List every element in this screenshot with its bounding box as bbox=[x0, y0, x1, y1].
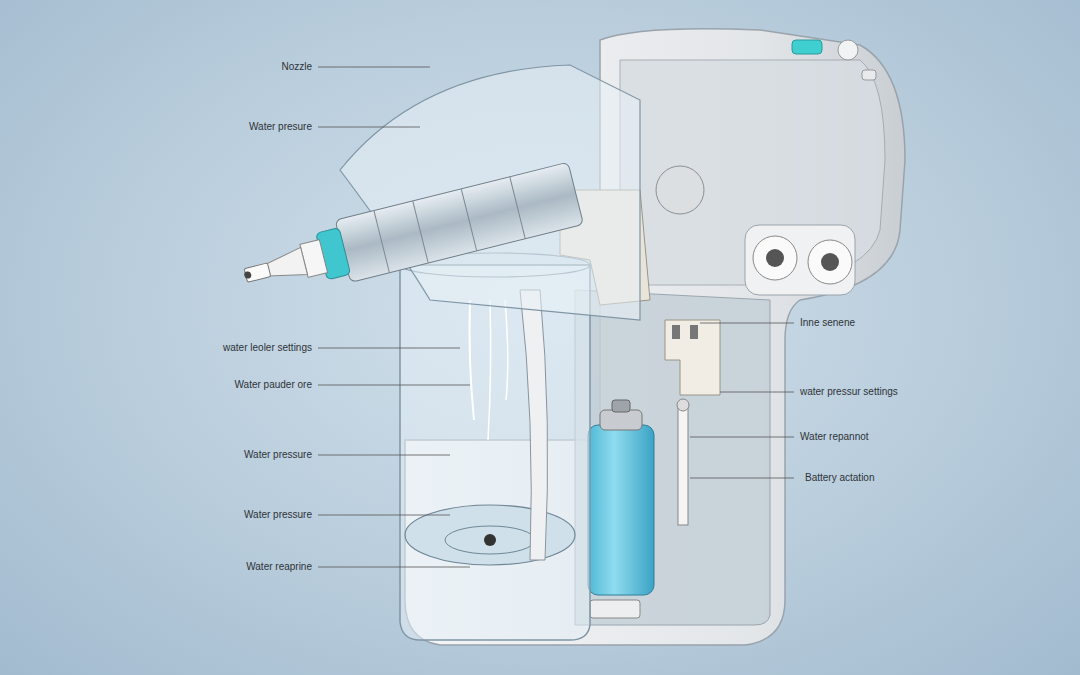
cylinder-ring bbox=[374, 211, 389, 273]
nozzle-cone bbox=[264, 247, 308, 283]
reservoir-ring bbox=[445, 526, 535, 554]
leader-lines bbox=[318, 67, 794, 567]
water-reservoir bbox=[400, 265, 590, 640]
battery-cap bbox=[600, 410, 642, 430]
nozzle-tip bbox=[244, 263, 271, 282]
mode-button bbox=[838, 40, 858, 60]
pump-cylinder bbox=[335, 162, 583, 282]
intake-valve bbox=[484, 534, 496, 546]
part-label: Water reaprine bbox=[246, 560, 312, 574]
cylinder-ring bbox=[413, 201, 428, 263]
pump-knob-core bbox=[821, 253, 839, 271]
cylinder-ring bbox=[461, 189, 476, 251]
pressure-rod-head bbox=[677, 399, 689, 411]
battery-terminal bbox=[612, 400, 630, 412]
water-stream bbox=[470, 300, 475, 420]
pump-knob-core bbox=[766, 249, 784, 267]
water-surface bbox=[405, 505, 575, 565]
battery bbox=[588, 425, 654, 595]
part-label: Water pauder ore bbox=[235, 378, 312, 392]
water-stream bbox=[505, 300, 508, 400]
leader-line bbox=[690, 478, 794, 479]
cylinder-ring bbox=[510, 177, 525, 239]
part-label: Inne senene bbox=[800, 316, 855, 330]
pump-knob bbox=[753, 236, 797, 280]
part-label: Nozzle bbox=[281, 60, 312, 74]
small-button bbox=[862, 70, 876, 80]
intake-tube bbox=[520, 290, 548, 560]
part-label: Water pressure bbox=[244, 508, 312, 522]
leader-line bbox=[720, 392, 794, 393]
part-label: Water repannot bbox=[800, 430, 869, 444]
pump-block bbox=[745, 225, 855, 295]
leader-line bbox=[318, 385, 470, 386]
leader-line bbox=[318, 67, 430, 68]
sensor-block bbox=[665, 320, 720, 395]
inner-cavity bbox=[575, 290, 770, 625]
nozzle-opening bbox=[244, 271, 252, 279]
part-label: Water pressure bbox=[244, 448, 312, 462]
part-label: water leoler settings bbox=[223, 341, 312, 355]
power-button bbox=[792, 40, 822, 54]
leader-line bbox=[700, 323, 794, 324]
leader-line bbox=[690, 437, 794, 438]
sensor-pin bbox=[672, 325, 680, 339]
part-label: Water presure bbox=[249, 120, 312, 134]
sensor-pin bbox=[690, 325, 698, 339]
leader-line bbox=[318, 348, 460, 349]
leader-line bbox=[318, 515, 450, 516]
part-label: water pressur settings bbox=[800, 385, 898, 399]
pressure-rod bbox=[678, 405, 688, 525]
water-stream bbox=[488, 300, 491, 440]
leader-line bbox=[318, 455, 450, 456]
nozzle-assembly bbox=[237, 162, 584, 307]
gear bbox=[656, 166, 704, 214]
leader-line bbox=[318, 127, 420, 128]
battery-contact bbox=[590, 600, 640, 618]
part-label: Battery actation bbox=[805, 471, 874, 485]
leader-line bbox=[318, 567, 470, 568]
pump-knob bbox=[808, 240, 852, 284]
